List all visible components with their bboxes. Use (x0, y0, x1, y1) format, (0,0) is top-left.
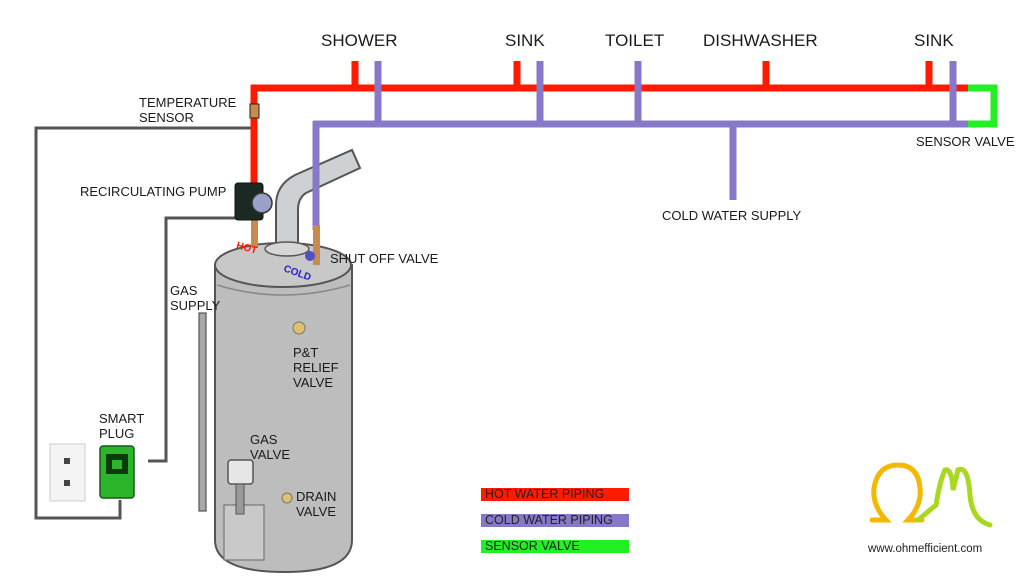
smart-plug-label: SMART PLUG (99, 411, 145, 441)
shut-off-valve-label: SHUT OFF VALVE (330, 251, 439, 266)
gas-valve-label: GAS VALVE (250, 432, 290, 462)
temperature-sensor-icon (249, 103, 260, 119)
pt-relief-valve-label: P&T RELIEF VALVE (293, 345, 339, 390)
pt-relief-valve-icon (292, 321, 306, 335)
fixture-label-sink: SINK (505, 31, 545, 50)
shut-off-valve-icon (305, 251, 315, 261)
sensor-valve-label: SENSOR VALVE (916, 134, 1015, 149)
fixture-label-dishwasher: DISHWASHER (703, 31, 818, 50)
flue-pipe (264, 148, 362, 257)
website-url[interactable]: www.ohmefficient.com (868, 543, 983, 555)
fixture-label-shower: SHOWER (321, 31, 398, 50)
hot-branches (351, 61, 933, 88)
legend-sensor-valve: SENSOR VALVE (481, 540, 629, 553)
water-heater-tank (214, 242, 353, 574)
fixture-label-sink-2: SINK (914, 31, 954, 50)
gas-valve-body (227, 459, 254, 485)
gas-supply-label: GAS SUPPLY (170, 283, 221, 313)
sensor-valve-loop (968, 84, 998, 128)
gas-supply-pipe (198, 312, 207, 512)
recirculating-pump-label: RECIRCULATING PUMP (80, 184, 227, 199)
pump-power-wire (148, 216, 236, 463)
legend-hot-water: HOT WATER PIPING (481, 488, 629, 501)
drain-valve-label: DRAIN VALVE (296, 489, 337, 519)
cold-water-supply-label: COLD WATER SUPPLY (662, 208, 802, 223)
recirculating-pump-icon (234, 182, 273, 221)
drain-valve-icon (281, 492, 293, 504)
wall-outlet (49, 443, 86, 502)
cold-branches (374, 61, 957, 200)
legend-cold-water: COLD WATER PIPING (481, 514, 629, 527)
smart-plug-device (99, 445, 135, 499)
fixture-label-toilet: TOILET (605, 31, 665, 50)
temperature-sensor-label: TEMPERATURE SENSOR (139, 95, 237, 125)
